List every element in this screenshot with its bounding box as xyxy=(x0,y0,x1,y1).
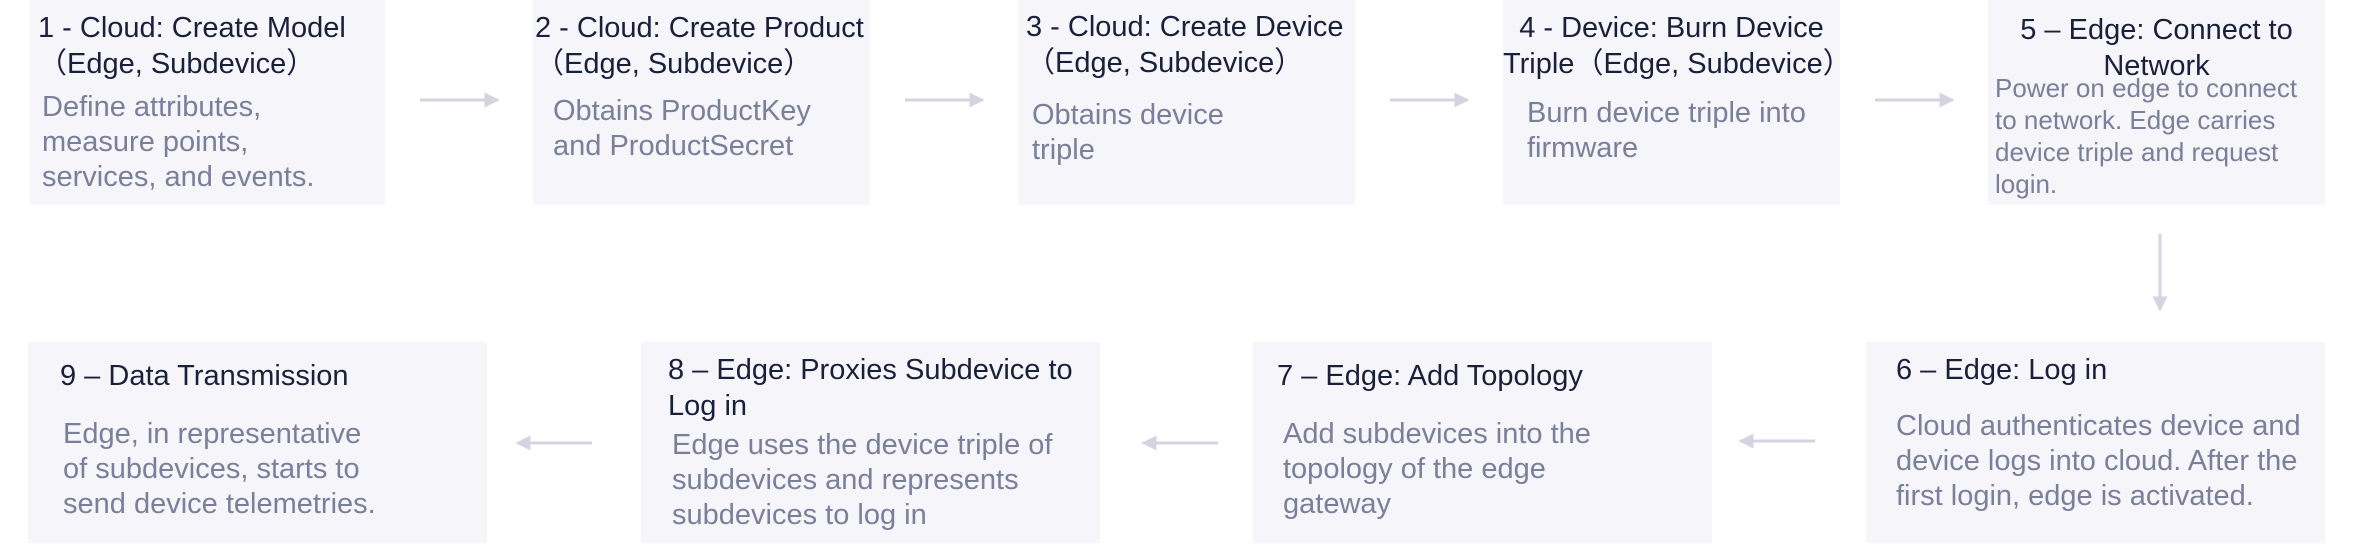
step-3-box: 3 - Cloud: Create Device （Edge, Subdevic… xyxy=(1018,0,1355,205)
step-7-box: 7 – Edge: Add Topology Add subdevices in… xyxy=(1253,342,1712,543)
step-1-box: 1 - Cloud: Create Model （Edge, Subdevice… xyxy=(30,0,385,205)
step-5-description: Power on edge to connect to network. Edg… xyxy=(1995,73,2298,199)
step-5-title: 5 – Edge: Connect to Network xyxy=(2020,14,2293,82)
step-9-title: 9 – Data Transmission xyxy=(60,360,349,392)
step-3-description: Obtains device triple xyxy=(1032,99,1224,166)
step-4-box: 4 - Device: Burn Device Triple（Edge, Sub… xyxy=(1503,0,1852,205)
step-3-title: 3 - Cloud: Create Device （Edge, Subdevic… xyxy=(1026,11,1344,79)
step-9-box: 9 – Data Transmission Edge, in represent… xyxy=(28,342,487,543)
step-2-title: 2 - Cloud: Create Product （Edge, Subdevi… xyxy=(535,12,864,80)
step-8-box: 8 – Edge: Proxies Subdevice to Log in Ed… xyxy=(641,342,1100,543)
step-1-title: 1 - Cloud: Create Model （Edge, Subdevice… xyxy=(38,12,346,80)
step-8-title: 8 – Edge: Proxies Subdevice to Log in xyxy=(668,354,1073,422)
step-6-title: 6 – Edge: Log in xyxy=(1896,354,2108,386)
step-4-description: Burn device triple into firmware xyxy=(1527,97,1806,164)
step-7-title: 7 – Edge: Add Topology xyxy=(1277,360,1583,392)
step-1-description: Define attributes, measure points, servi… xyxy=(42,91,315,193)
step-6-box: 6 – Edge: Log in Cloud authenticates dev… xyxy=(1866,342,2325,543)
step-8-description: Edge uses the device triple of subdevice… xyxy=(672,429,1053,531)
step-9-description: Edge, in representative of subdevices, s… xyxy=(63,418,376,520)
step-4-title: 4 - Device: Burn Device Triple（Edge, Sub… xyxy=(1503,12,1852,80)
step-6-description: Cloud authenticates device and device lo… xyxy=(1896,410,2301,512)
step-7-description: Add subdevices into the topology of the … xyxy=(1283,418,1591,520)
step-5-box: 5 – Edge: Connect to Network Power on ed… xyxy=(1988,0,2325,205)
step-2-box: 2 - Cloud: Create Product （Edge, Subdevi… xyxy=(533,0,870,205)
step-2-description: Obtains ProductKey and ProductSecret xyxy=(553,95,811,162)
